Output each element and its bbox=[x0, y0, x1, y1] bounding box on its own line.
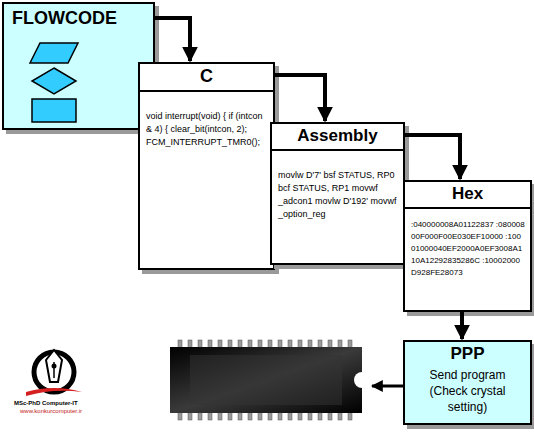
box-title: PPP bbox=[405, 342, 530, 367]
parallelogram-symbol bbox=[30, 43, 78, 63]
stage-box: Assemblymovlw D'7' bsf STATUS, RP0 bcf S… bbox=[270, 122, 405, 265]
tool-box: FLOWCODE bbox=[2, 2, 155, 130]
flow-arrow bbox=[405, 135, 460, 179]
pins-bottom bbox=[178, 412, 352, 420]
box-title: FLOWCODE bbox=[4, 4, 153, 33]
stage-box: PPPSend program (Check crystal setting) bbox=[403, 340, 532, 425]
diamond-symbol bbox=[32, 68, 76, 94]
pins-top bbox=[178, 340, 352, 348]
watermark-text: MSc-PhD Computer-IT bbox=[14, 400, 78, 406]
rectangle-symbol bbox=[32, 99, 76, 122]
box-body: Send program (Check crystal setting) bbox=[405, 367, 530, 415]
box-body: :040000008A01122837 :08000800F000F00E030… bbox=[405, 209, 530, 283]
flow-arrow bbox=[155, 18, 190, 61]
box-body: movlw D'7' bsf STATUS, RP0 bcf STATUS, R… bbox=[272, 151, 403, 225]
chip-notch bbox=[354, 372, 362, 388]
logo bbox=[26, 350, 82, 396]
flow-arrow bbox=[275, 75, 325, 121]
box-title: C bbox=[140, 64, 273, 92]
watermark-text: www.konkurcomputer.ir bbox=[20, 408, 82, 414]
stage-box: Hex:040000008A01122837 :08000800F000F00E… bbox=[403, 180, 532, 312]
box-title: Assembly bbox=[272, 124, 403, 151]
box-title: Hex bbox=[405, 182, 530, 209]
flow-arrow bbox=[460, 312, 464, 339]
chip-body bbox=[170, 347, 362, 413]
arrow-to-chip bbox=[372, 385, 403, 388]
chip-top bbox=[190, 355, 342, 405]
stage-box: Cvoid interrupt(void) { if (intcon & 4) … bbox=[138, 62, 275, 270]
box-body: void interrupt(void) { if (intcon & 4) {… bbox=[140, 92, 273, 153]
